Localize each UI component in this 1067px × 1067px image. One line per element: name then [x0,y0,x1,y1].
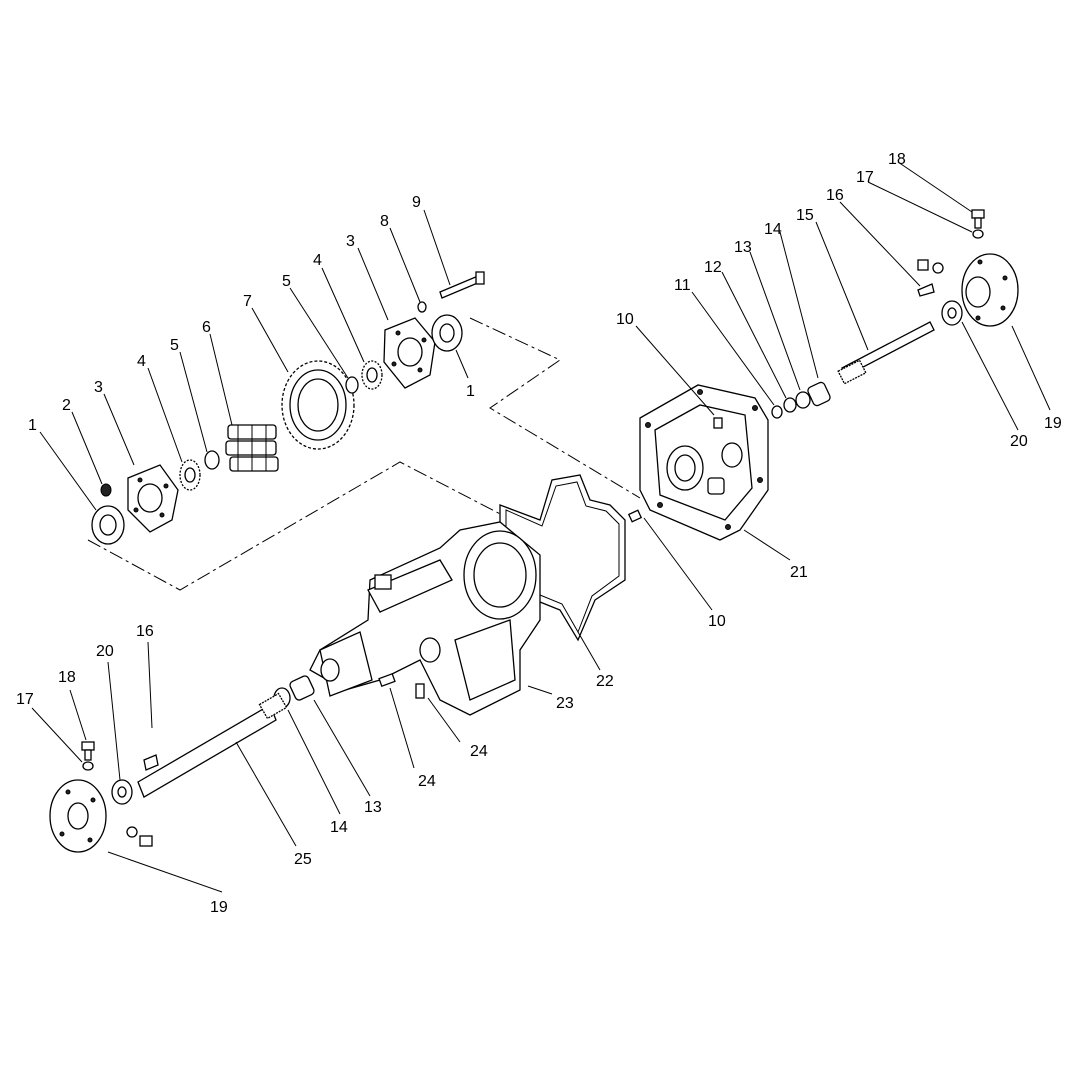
hub-19-right [961,253,1019,327]
nut-2 [100,483,112,497]
callout-10b: 10 [708,613,726,630]
callout-18b: 18 [58,669,76,686]
bolt-18-left [81,741,95,761]
callout-16b: 16 [136,623,154,640]
bushing-13-left [289,675,315,701]
lug-bolts-left [126,826,153,847]
callout-12: 12 [704,259,722,276]
callout-21: 21 [790,564,808,581]
bolt-9 [439,271,485,299]
callout-10a: 10 [616,311,634,328]
callout-15: 15 [796,207,814,224]
callout-16a: 16 [826,187,844,204]
callout-1b: 1 [466,383,475,400]
callouts: 1 2 3 4 5 6 7 5 4 3 8 9 1 10 11 12 13 14… [16,151,1062,916]
callout-19b: 19 [210,899,228,916]
hub-19-left [49,779,107,853]
callout-13a: 13 [734,239,752,256]
bolt-18-right [971,209,985,229]
callout-3a: 3 [94,379,103,396]
callout-5b: 5 [282,273,291,290]
callout-20b: 20 [96,643,114,660]
callout-17b: 17 [16,691,34,708]
washer-17-left [82,761,94,771]
ring-5-right [345,376,359,394]
callout-18a: 18 [888,151,906,168]
leader-lines [31,161,1051,893]
callout-5a: 5 [170,337,179,354]
callout-13b: 13 [364,799,382,816]
callout-23: 23 [556,695,574,712]
callout-8: 8 [380,213,389,230]
callout-1a: 1 [28,417,37,434]
ring-gear-7 [281,360,355,450]
assembly-centerlines [87,317,641,591]
ring-5-left [204,450,220,470]
callout-7: 7 [243,293,252,310]
callout-11: 11 [674,277,691,294]
dowel-10-bottom [627,509,643,523]
callout-25: 25 [294,851,312,868]
housing-23 [309,521,541,716]
gear-4-left [179,459,201,491]
lug-bolts-right [917,259,944,274]
callout-6: 6 [202,319,211,336]
callout-19a: 19 [1044,415,1062,432]
ring-11 [771,405,783,419]
ring-12 [783,397,797,413]
callout-2: 2 [62,397,71,414]
callout-14a: 14 [764,221,782,238]
callout-3b: 3 [346,233,355,250]
plug-24-right [415,683,425,699]
callout-17a: 17 [856,169,874,186]
key-16-left [143,754,159,771]
washer-20-left [111,779,133,805]
key-16-right [917,283,935,297]
washer-17-right [972,229,984,239]
callout-4a: 4 [137,353,146,370]
callout-22: 22 [596,673,614,690]
callout-20a: 20 [1010,433,1028,450]
gear-4-right [361,360,383,390]
cover-21 [639,384,769,541]
bearing-13-right [795,391,811,409]
carrier-3-right [383,317,436,389]
axle-25 [137,692,288,798]
callout-24b: 24 [418,773,436,790]
planet-gears-6 [225,424,279,472]
seal-1-left [91,505,125,545]
bushing-14-right [807,381,831,407]
washer-20-right [941,300,963,326]
callout-24a: 24 [470,743,488,760]
washer-8 [417,301,427,313]
dowel-10-top [713,417,723,429]
carrier-3-left [127,464,179,533]
callout-9: 9 [412,194,421,211]
seal-1-right [431,314,463,352]
axle-15 [837,321,935,385]
callout-14b: 14 [330,819,348,836]
callout-4b: 4 [313,252,322,269]
plug-24-left [378,673,396,687]
